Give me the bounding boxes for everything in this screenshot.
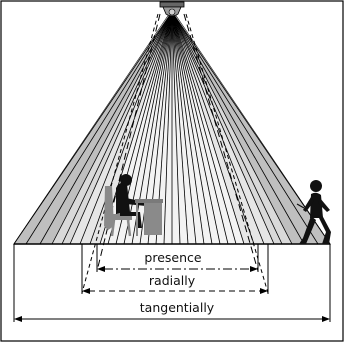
beam-line [171, 11, 265, 245]
beam-line [171, 11, 305, 245]
beam-line [69, 11, 173, 245]
radial-arrow-left [82, 288, 90, 294]
beam-line [171, 11, 331, 245]
beam-line [171, 11, 275, 245]
beam-line [163, 11, 173, 245]
presence-label: presence [144, 250, 201, 265]
beam-line [123, 11, 173, 245]
tangentially-label-bg [136, 299, 218, 315]
ceiling-sensor-icon [159, 1, 185, 17]
dimension-arrows [14, 266, 330, 322]
beam-line [171, 11, 283, 245]
tangentially-label: tangentially [140, 300, 215, 315]
presence-arrow-left [97, 266, 105, 272]
beam-line [171, 11, 229, 245]
beam-line [171, 11, 197, 245]
beam-line [171, 11, 205, 245]
beam-line [171, 11, 221, 245]
beam-line [51, 11, 173, 245]
radial-boundary-left [81, 13, 159, 294]
beam-line [171, 11, 245, 245]
detection-beams [13, 11, 331, 245]
beam-line [13, 11, 173, 245]
beam-line [39, 11, 173, 245]
radially-label: radially [149, 273, 196, 288]
beam-line [171, 11, 255, 245]
beam-line [171, 11, 213, 245]
beam-line [61, 11, 173, 245]
tangential-arrow-right [322, 316, 330, 322]
tangential-arrow-left [14, 316, 22, 322]
radial-arrow-right [260, 288, 268, 294]
beam-line [171, 11, 189, 245]
presence-boundary-right [183, 13, 259, 272]
beam-line [171, 11, 181, 245]
extension-lines [13, 244, 331, 322]
radially-label-bg [150, 272, 194, 288]
beam-line [79, 11, 173, 245]
beam-line [171, 11, 293, 245]
beam-line [131, 11, 173, 245]
presence-arrow-right [250, 266, 258, 272]
walking-person-icon [296, 180, 331, 244]
seated-person-at-desk-icon [104, 174, 163, 237]
presence-label-bg [145, 250, 201, 266]
beam-line [171, 11, 237, 245]
beam-line [89, 11, 173, 245]
